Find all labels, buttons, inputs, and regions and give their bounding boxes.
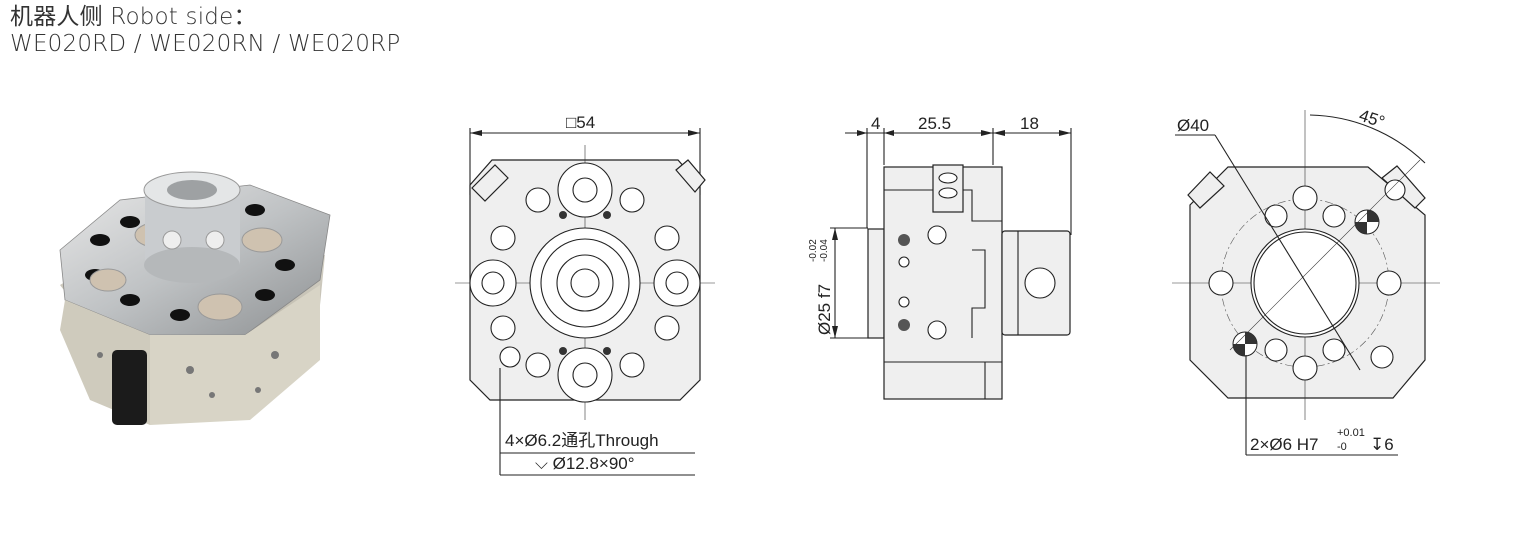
product-photo [59, 171, 331, 425]
through-hole-note: 4×Ø6.2通孔Through [505, 431, 659, 450]
flange-dimension: 4 [871, 114, 880, 133]
pin-tolerance-upper: +0.01 [1337, 427, 1365, 439]
tolerance-upper: -0.02 [808, 239, 819, 262]
side-view: 4 25.5 18 Ø25 f7 -0.02 -0.04 [808, 114, 1072, 400]
title-line-1: 机器人侧 Robot side： [10, 4, 257, 30]
drawing-title: 机器人侧 Robot side： WE020RD / WE020RN / WE0… [10, 4, 400, 58]
body-dimension: 25.5 [918, 114, 951, 133]
bolt-circle-diameter: Ø40 [1177, 116, 1209, 135]
width-dimension: □54 [566, 113, 595, 132]
rear-view: Ø40 45° 2×Ø6 H7 +0.01 -0 ↧6 [1172, 106, 1440, 456]
tolerance-lower: -0.04 [819, 239, 830, 262]
pin-depth: ↧6 [1370, 435, 1394, 454]
pin-tolerance-lower: -0 [1337, 441, 1347, 453]
shaft-dimension: 18 [1020, 114, 1039, 133]
shaft-diameter: Ø25 f7 [815, 284, 834, 335]
countersink-note: ⌵ Ø12.8×90° [535, 454, 635, 473]
pin-hole-note: 2×Ø6 H7 [1250, 435, 1319, 454]
angle-dimension: 45° [1357, 106, 1387, 132]
front-view: □54 4×Ø6.2通孔Through ⌵ Ø12.8×90° [455, 113, 715, 476]
title-line-2: WE020RD / WE020RN / WE020RP [10, 31, 401, 57]
